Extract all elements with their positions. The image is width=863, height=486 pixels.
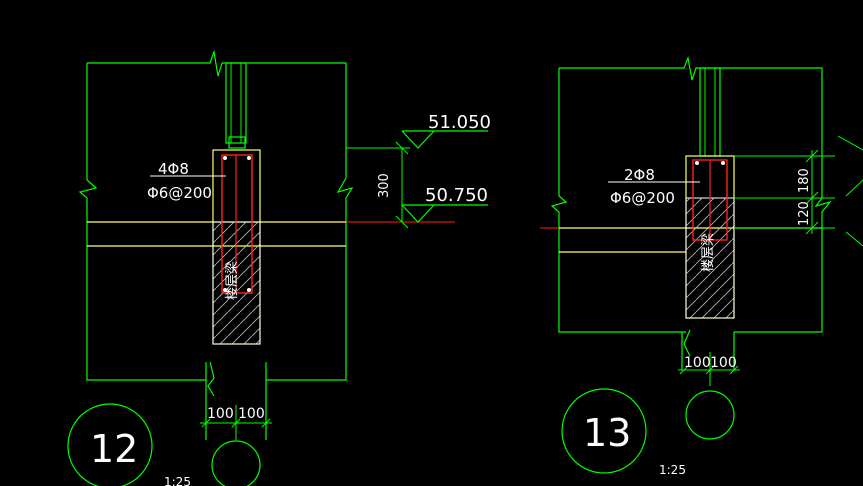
dim-height-12: 300 — [377, 173, 392, 198]
axis-bubble-12 — [211, 440, 261, 486]
elev-bottom-12: 50.750 — [425, 185, 488, 206]
outline-12 — [78, 49, 354, 381]
dim-w2-13: 100 — [710, 355, 737, 371]
rebar-main-12: 4Φ8 — [158, 160, 189, 178]
dim-w1-12: 100 — [207, 406, 234, 422]
detail-number-circle-12 — [67, 403, 153, 486]
rebar-main-13: 2Φ8 — [624, 166, 655, 184]
detail-number-13: 13 — [583, 411, 631, 455]
detail-number-12: 12 — [90, 427, 138, 471]
column-above-12 — [225, 62, 247, 144]
beam-label-13: 楼层梁 — [701, 233, 716, 272]
dim-w2-12: 100 — [238, 406, 265, 422]
detail-12: 4Φ8 Φ6@200 楼层梁 300 51.050 50.750 100 100… — [67, 49, 491, 486]
rebar-stirrup-13: Φ6@200 — [610, 189, 675, 207]
detail-number-circle-13 — [561, 388, 647, 474]
elev-top-12: 51.050 — [428, 112, 491, 133]
dim-h2-13: 120 — [797, 201, 812, 226]
outline-13 — [550, 55, 832, 333]
stirrup-12 — [221, 154, 253, 294]
rebar-stirrup-12: Φ6@200 — [147, 184, 212, 202]
break-bottom-12 — [205, 361, 267, 440]
axis-bubble-13 — [685, 390, 735, 440]
dim-w1-13: 100 — [684, 355, 711, 371]
scale-12: 1:25 — [164, 475, 191, 486]
beam-label-12: 楼层梁 — [225, 261, 240, 300]
scale-13: 1:25 — [659, 463, 686, 477]
detail-13: 2Φ8 Φ6@200 楼层梁 180 120 100 100 13 1:25 — [540, 55, 863, 477]
dim-h1-13: 180 — [797, 168, 812, 193]
